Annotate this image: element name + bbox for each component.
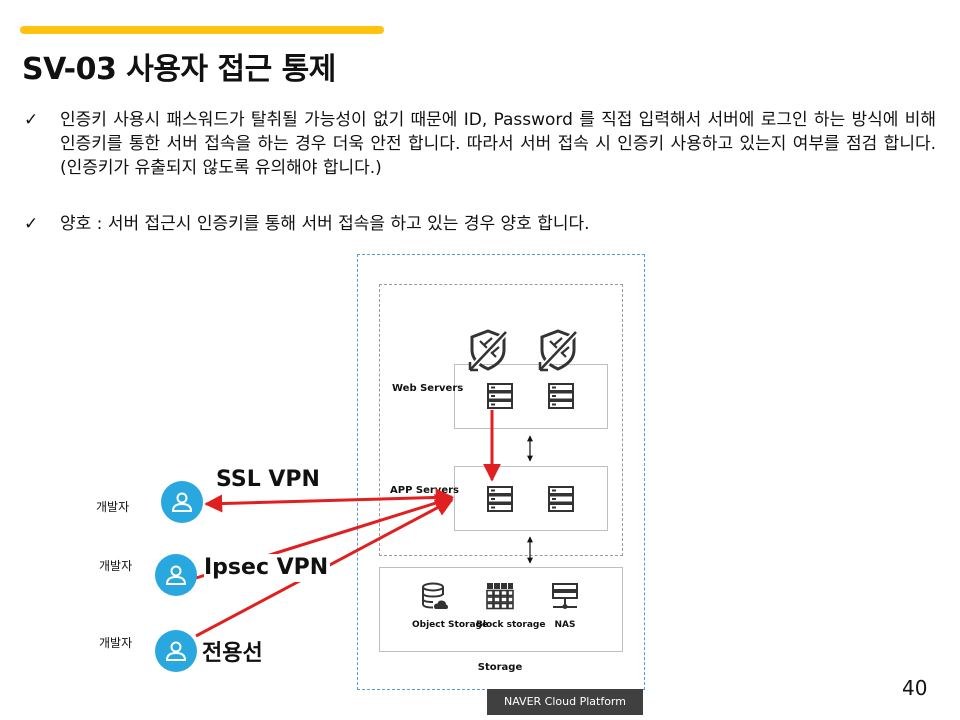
check-icon: ✓: [24, 214, 39, 234]
server-icon: [487, 486, 513, 512]
server-zone: [379, 284, 623, 556]
check-icon: ✓: [24, 110, 39, 130]
database-icon: [422, 582, 448, 609]
ssl-vpn-label: SSL VPN: [216, 467, 320, 492]
nas-label: NAS: [554, 620, 576, 630]
ssl-vpn-link: [204, 488, 454, 513]
naver-cloud-platform-badge: NAVER Cloud Platform: [487, 689, 643, 715]
page-number: 40: [902, 676, 928, 700]
shield-blocked-icon: [536, 328, 580, 374]
page-title: SV-03 사용자 접근 통제: [22, 52, 336, 87]
web-server-group: [454, 364, 608, 429]
server-icon: [548, 383, 574, 409]
developer-user-icon: [161, 481, 203, 523]
object-storage-label: Object Storage: [412, 620, 489, 630]
ipsec-vpn-label: Ipsec VPN: [204, 554, 331, 582]
title-accent-bar: [20, 26, 384, 34]
storage-label: Storage: [477, 662, 523, 673]
developer-label: 개발자: [99, 636, 133, 650]
block-storage-label: Block storage: [476, 620, 546, 630]
bullet-text: 인증키 사용시 패스워드가 탈취될 가능성이 없기 때문에 ID, Passwo…: [60, 110, 936, 178]
shield-blocked-icon: [466, 328, 510, 374]
storage-group: [379, 567, 623, 652]
app-server-group: [454, 466, 608, 531]
server-icon: [548, 486, 574, 512]
dedicated-line-label: 전용선: [202, 640, 263, 668]
nas-icon: [552, 583, 578, 609]
developer-label: 개발자: [96, 500, 130, 514]
server-icon: [487, 383, 513, 409]
developer-user-icon: [155, 630, 197, 672]
web-servers-label: Web Servers: [392, 383, 464, 394]
bullet-text: 양호 : 서버 접근시 인증키를 통해 서버 접속을 하고 있는 경우 양호 합…: [60, 214, 590, 234]
grid-icon: [486, 583, 514, 610]
developer-label: 개발자: [99, 559, 133, 573]
developer-user-icon: [155, 554, 197, 596]
